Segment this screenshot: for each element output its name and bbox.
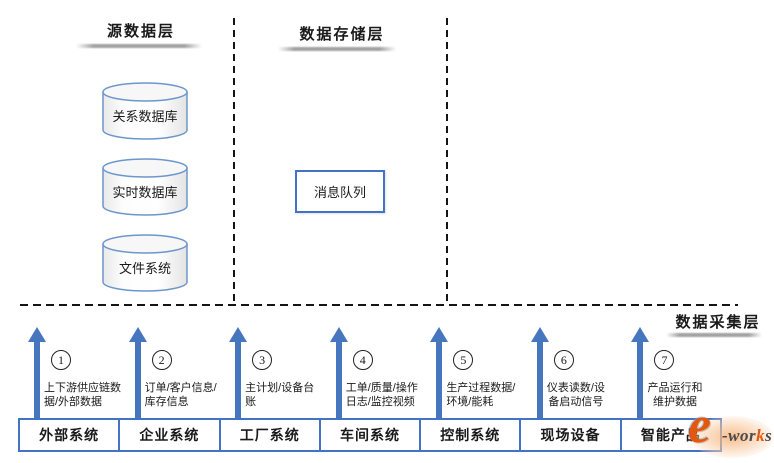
channel-data-label: 生产过程数据/ 环境/能耗 [446, 382, 515, 409]
message-queue-box: 消息队列 [295, 170, 385, 213]
up-arrow-icon [128, 327, 147, 418]
channel-data-label-line2: 环境/能耗 [446, 395, 494, 408]
system-box-label: 工厂系统 [239, 427, 300, 443]
channel-data-label-line2: 日志/监控视频 [345, 395, 415, 408]
vertical-dashed-divider-right [446, 18, 448, 304]
channel-data-label-line1: 产品运行和 [647, 382, 703, 394]
channel-data-label-line2: 据/外部数据 [44, 395, 103, 408]
channel-slot: 7 产品运行和 维护数据 [621, 327, 722, 418]
channel-slot: 3 主计划/设备台 账 [219, 327, 320, 418]
cylinder-shape-icon [102, 158, 188, 216]
system-box-label: 智能产品 [640, 427, 701, 443]
up-arrow-icon [430, 327, 449, 418]
up-arrow-icon [530, 327, 549, 418]
cylinder-shape-icon [102, 234, 188, 292]
title-underline-decoration [278, 47, 396, 51]
message-queue-label: 消息队列 [313, 185, 366, 200]
database-label: 关系数据库 [112, 109, 178, 124]
up-arrow-icon [28, 327, 46, 418]
channel-slot: 6 仪表读数/设 备启动信号 [521, 327, 622, 418]
data-channels-row: 1 上下游供应链数 据/外部数据 2 订单/客户信息/ 库存信息 3 主计划/设… [18, 327, 722, 418]
up-arrow-icon [631, 327, 650, 418]
vertical-dashed-divider-left [233, 18, 235, 304]
logo-text-k: k [756, 426, 766, 445]
database-cylinder: 文件系统 [102, 234, 188, 292]
database-cylinder: 实时数据库 [102, 158, 188, 216]
channel-data-label-line1: 上下游供应链数 [44, 382, 121, 394]
channel-number-badge: 4 [352, 350, 373, 370]
channel-slot: 4 工单/质量/操作 日志/监控视频 [320, 327, 421, 418]
system-box-label: 企业系统 [139, 427, 200, 443]
system-box-label: 控制系统 [440, 427, 501, 443]
channel-number-badge: 2 [151, 350, 172, 370]
cylinder-shape-icon [102, 82, 188, 140]
system-box: 工厂系统 [218, 418, 321, 452]
system-box-label: 车间系统 [339, 427, 400, 443]
channel-number-badge: 1 [51, 350, 71, 370]
storage-layer-title: 数据存储层 [299, 26, 385, 43]
title-underline-decoration [76, 44, 202, 48]
system-box: 控制系统 [419, 418, 522, 452]
logo-text-wor: wor [728, 426, 757, 445]
channel-data-label-line1: 仪表读数/设 [546, 382, 605, 394]
source-databases-group: 关系数据库 实时数据库 [102, 82, 188, 292]
system-box: 外部系统 [18, 418, 121, 452]
database-label: 实时数据库 [112, 185, 178, 200]
channel-data-label: 主计划/设备台 账 [245, 382, 314, 409]
title-underline-decoration [666, 333, 762, 337]
channel-slot: 1 上下游供应链数 据/外部数据 [18, 327, 121, 418]
horizontal-dashed-divider [20, 304, 738, 306]
database-label: 文件系统 [118, 261, 171, 276]
channel-data-label-line2: 维护数据 [652, 395, 697, 408]
system-box: 企业系统 [118, 418, 221, 452]
channel-data-label-line1: 订单/客户信息/ [144, 382, 217, 394]
up-arrow-icon [229, 327, 248, 418]
channel-slot: 5 生产过程数据/ 环境/能耗 [420, 327, 521, 418]
system-box-label: 外部系统 [39, 427, 100, 443]
system-box: 车间系统 [318, 418, 422, 452]
channel-data-label-line2: 账 [245, 395, 257, 408]
database-cylinder: 关系数据库 [102, 82, 188, 140]
logo-dash: - [722, 426, 729, 445]
up-arrow-icon [329, 327, 348, 418]
channel-slot: 2 订单/客户信息/ 库存信息 [119, 327, 220, 418]
channel-number-badge: 7 [654, 350, 675, 370]
channel-data-label-line2: 库存信息 [144, 395, 189, 408]
collection-layer-title: 数据采集层 [675, 314, 761, 331]
systems-row: 外部系统 企业系统 工厂系统 车间系统 控制系统 现场设备 智能产品 [18, 418, 722, 452]
channel-data-label-line2: 备启动信号 [548, 395, 604, 408]
channel-data-label: 上下游供应链数 据/外部数据 [44, 382, 121, 409]
channel-data-label: 工单/质量/操作 日志/监控视频 [346, 382, 418, 409]
channel-number-badge: 5 [453, 350, 474, 370]
channel-data-label: 订单/客户信息/ 库存信息 [145, 382, 217, 409]
channel-data-label-line1: 生产过程数据/ [446, 382, 516, 394]
logo-wordmark: -works [722, 426, 772, 446]
system-box: 现场设备 [519, 418, 622, 452]
channel-number-badge: 3 [252, 350, 273, 370]
channel-data-label: 产品运行和 维护数据 [647, 382, 702, 409]
channel-data-label-line1: 主计划/设备台 [245, 382, 315, 394]
system-box: 智能产品 [619, 418, 722, 452]
channel-data-label: 仪表读数/设 备启动信号 [547, 382, 605, 409]
logo-text-s: s [765, 426, 773, 445]
channel-number-badge: 6 [553, 350, 574, 370]
system-box-label: 现场设备 [540, 427, 601, 443]
source-layer-title: 源数据层 [106, 23, 175, 40]
channel-data-label-line1: 工单/质量/操作 [345, 382, 418, 394]
